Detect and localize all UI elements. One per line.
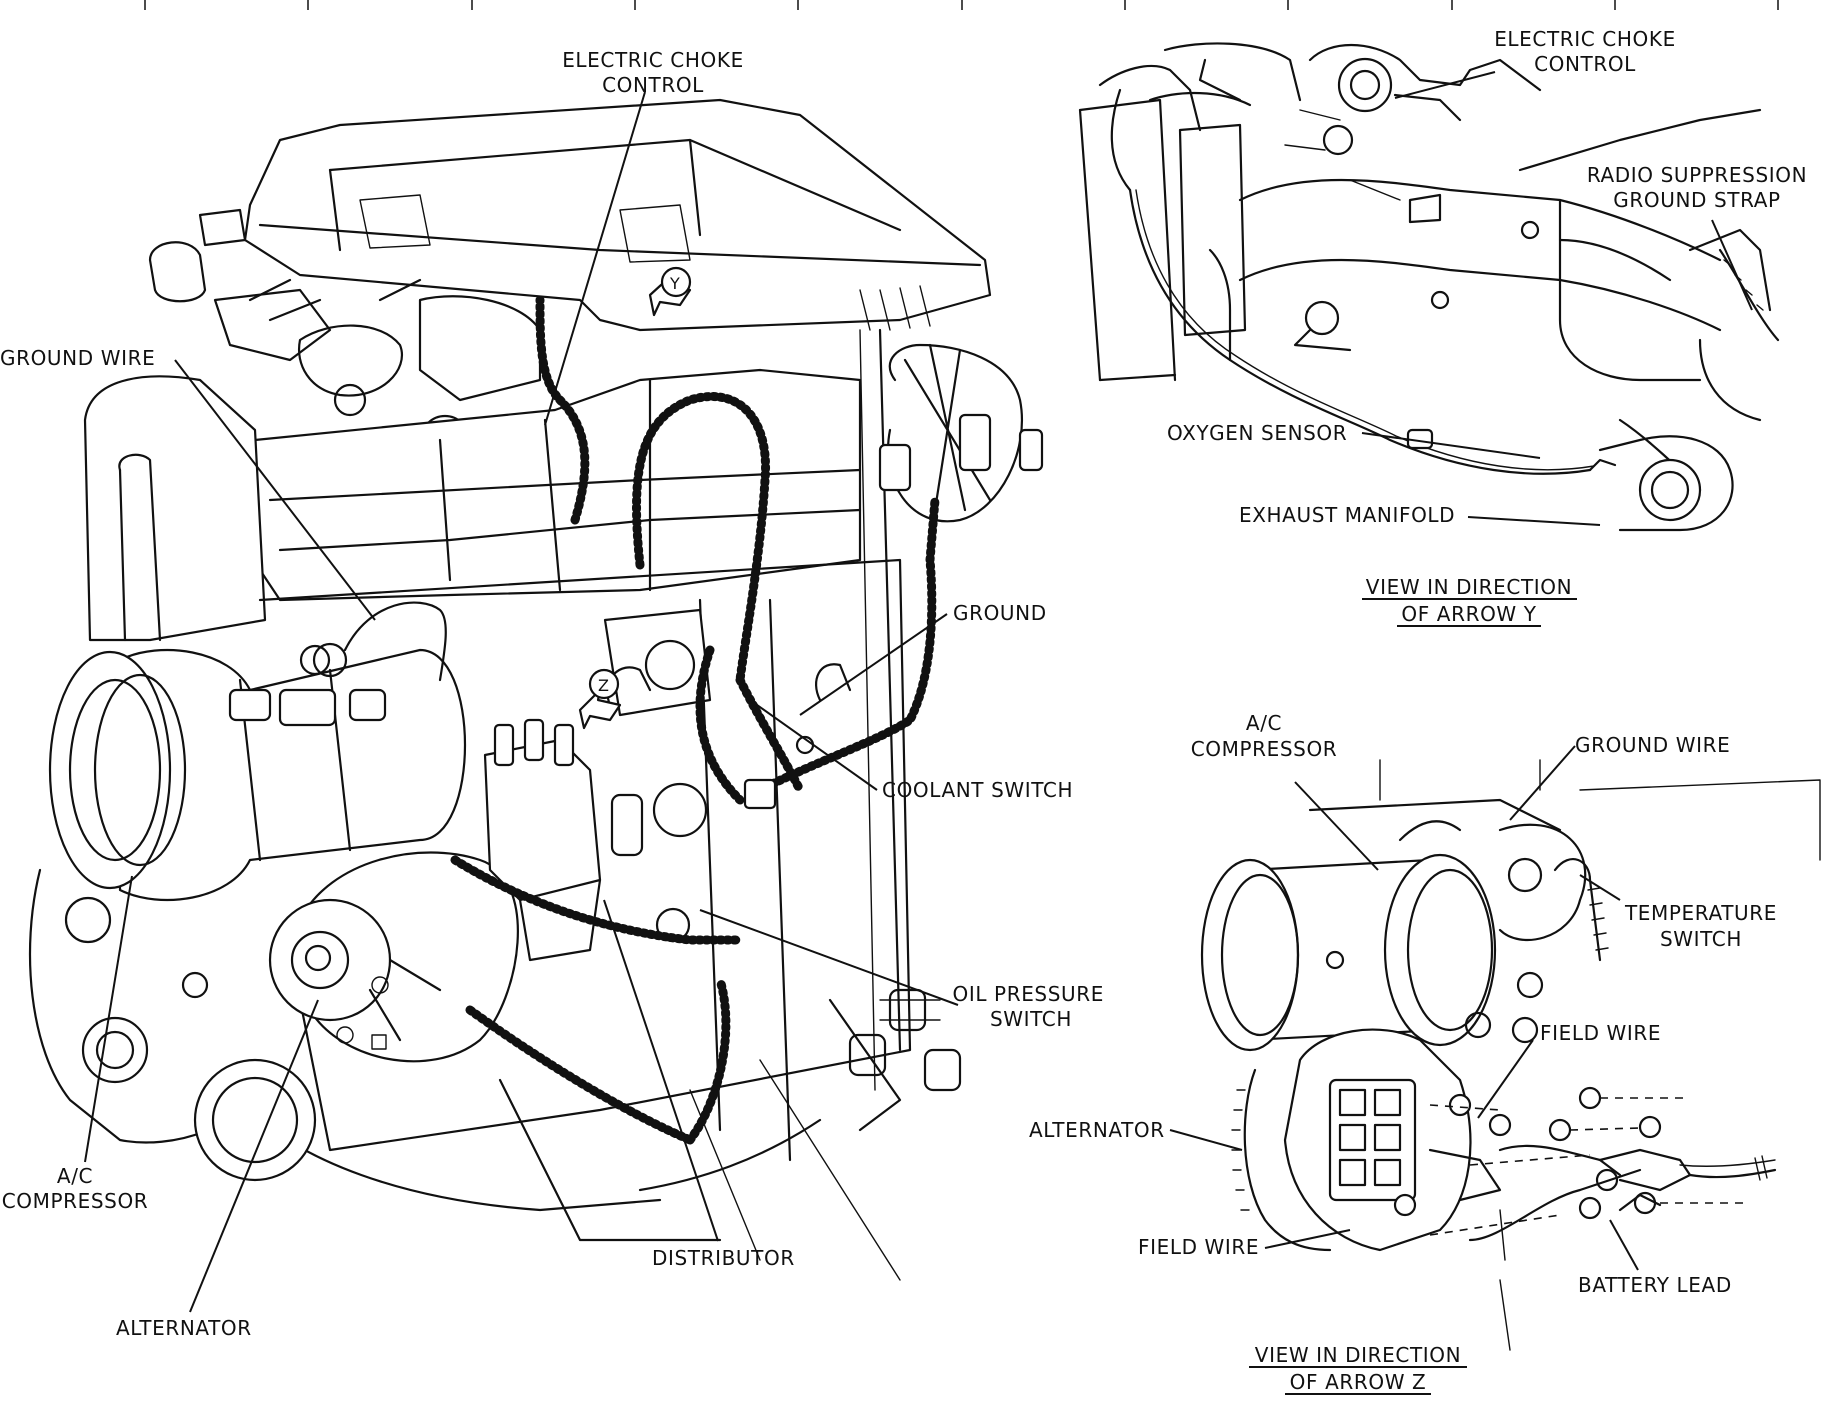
label-field-wire-top: FIELD WIRE — [1540, 1021, 1661, 1045]
view-z-leaders — [1169, 745, 1639, 1271]
label-ac-compressor-line2: COMPRESSOR — [2, 1189, 149, 1213]
ac-compressor-drawing — [48, 644, 467, 902]
label-ac-compressor-line1: A/C — [57, 1164, 93, 1188]
label-exhaust-manifold: EXHAUST MANIFOLD — [1239, 503, 1455, 527]
label-oxygen-sensor: OXYGEN SENSOR — [1167, 421, 1347, 445]
caption-y-line1: VIEW IN DIRECTION — [1366, 575, 1572, 599]
label-z-alternator: ALTERNATOR — [1029, 1118, 1165, 1142]
view-z-dashed-lines — [1429, 1097, 1745, 1236]
label-alternator: ALTERNATOR — [116, 1316, 252, 1340]
fender-outline-drawing — [689, 329, 901, 1281]
view-y-drawing — [1078, 42, 1780, 532]
view-z-panel: A/C COMPRESSOR GROUND WIRE TEMPERATURE S… — [1029, 711, 1821, 1395]
label-coolant-switch: COOLANT SWITCH — [882, 778, 1073, 802]
air-cleaner-drawing — [243, 98, 992, 332]
label-ground: GROUND — [953, 601, 1047, 625]
arrow-z-letter: Z — [598, 676, 609, 695]
label-field-wire-bottom: FIELD WIRE — [1138, 1235, 1259, 1259]
label-z-ac-compressor-line1: A/C — [1246, 711, 1282, 735]
main-labels: ELECTRIC CHOKE CONTROL GROUND WIRE GROUN… — [0, 48, 1105, 1340]
label-y-electric-choke-control-line2: CONTROL — [1534, 52, 1636, 76]
view-z-drawing — [1200, 759, 1821, 1351]
alternator-drawing — [268, 851, 519, 1063]
label-z-ac-compressor-line2: COMPRESSOR — [1191, 737, 1338, 761]
caption-z-line1: VIEW IN DIRECTION — [1255, 1343, 1461, 1367]
label-temperature-switch-line1: TEMPERATURE — [1624, 901, 1777, 925]
label-ground-wire: GROUND WIRE — [0, 346, 155, 370]
caption-y-line2: OF ARROW Y — [1401, 602, 1536, 626]
view-y-panel: ELECTRIC CHOKE CONTROL RADIO SUPPRESSION… — [1078, 27, 1807, 627]
label-oil-pressure-switch-line1: OIL PRESSURE — [953, 982, 1105, 1006]
label-battery-lead: BATTERY LEAD — [1578, 1273, 1732, 1297]
view-y-leaders — [1361, 71, 1753, 526]
label-distributor: DISTRIBUTOR — [652, 1246, 795, 1270]
view-y-caption: VIEW IN DIRECTION OF ARROW Y — [1362, 575, 1577, 627]
label-electric-choke-control-line1: ELECTRIC CHOKE — [562, 48, 744, 72]
label-radio-suppression-line1: RADIO SUPPRESSION — [1587, 163, 1807, 187]
label-y-electric-choke-control-line1: ELECTRIC CHOKE — [1494, 27, 1676, 51]
arrow-y-marker: Y — [648, 266, 692, 317]
view-z-caption: VIEW IN DIRECTION OF ARROW Z — [1249, 1343, 1467, 1395]
engine-block-drawing — [83, 328, 962, 1242]
crank-pulley-drawing — [28, 868, 317, 1182]
label-electric-choke-control-line2: CONTROL — [602, 73, 704, 97]
label-oil-pressure-switch-line2: SWITCH — [990, 1007, 1072, 1031]
label-z-ground-wire: GROUND WIRE — [1575, 733, 1730, 757]
label-radio-suppression-line2: GROUND STRAP — [1613, 188, 1780, 212]
main-engine-view: Y Z ELECTRIC CHOKE CONTROL GROUND WIRE G… — [0, 48, 1105, 1340]
distributor-drawing — [483, 718, 708, 962]
border-ticks — [144, 0, 1779, 10]
arrow-y-letter: Y — [669, 274, 680, 293]
view-z-labels: A/C COMPRESSOR GROUND WIRE TEMPERATURE S… — [1029, 711, 1777, 1297]
arrow-z-marker: Z — [578, 668, 622, 730]
main-leaders — [84, 91, 959, 1313]
caption-z-line2: OF ARROW Z — [1290, 1370, 1427, 1394]
label-temperature-switch-line2: SWITCH — [1660, 927, 1742, 951]
view-y-labels: ELECTRIC CHOKE CONTROL RADIO SUPPRESSION… — [1167, 27, 1807, 527]
